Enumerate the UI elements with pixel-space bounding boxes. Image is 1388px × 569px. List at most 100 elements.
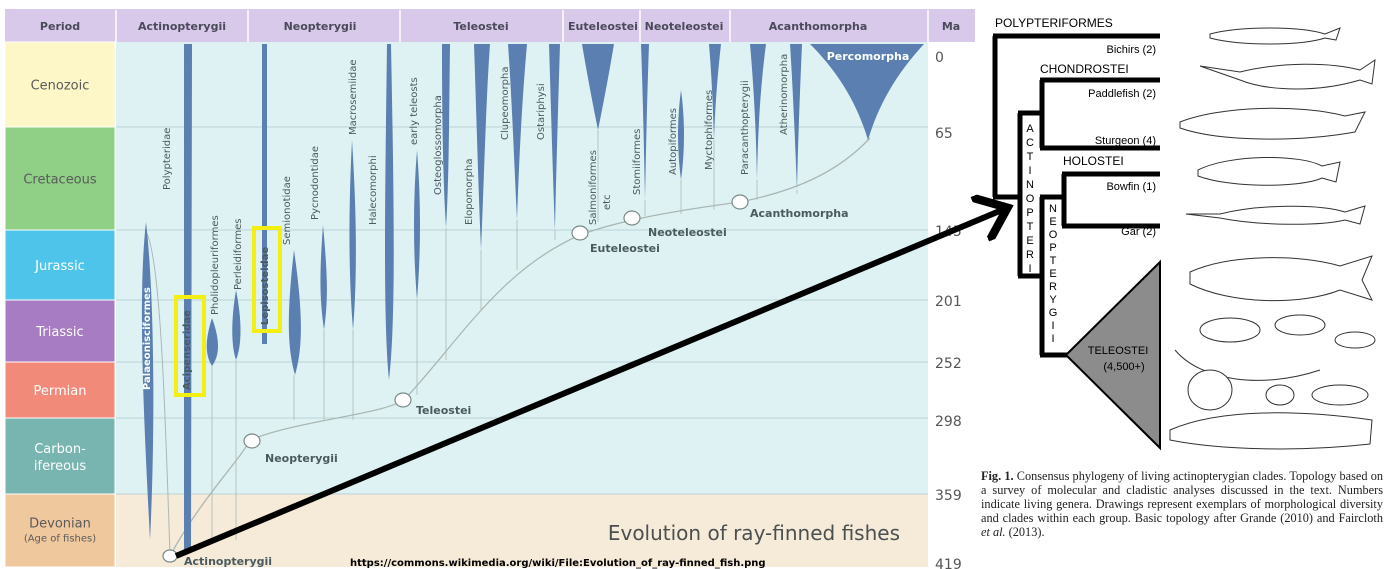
neopterygii-letter: P xyxy=(1049,242,1056,254)
teleost-drawing-2 xyxy=(1199,317,1261,343)
tree-branches xyxy=(992,33,1160,358)
actinopteri-letter: C xyxy=(1026,137,1034,149)
period-band-4 xyxy=(4,361,116,419)
tree-labels: POLYPTERIFORMESCHONDROSTEIHOLOSTEIBichir… xyxy=(995,16,1156,373)
spindle-pycnodontidae xyxy=(320,225,327,330)
node-neoteleostei xyxy=(623,210,641,226)
node-teleostei xyxy=(394,392,412,408)
teleost-drawing-5 xyxy=(1174,349,1321,381)
taxon-pholidopleuriformes: Pholidopleuriformes xyxy=(210,215,221,315)
spindle-myctophiformes xyxy=(709,44,721,140)
taxon-salmoniformes: Salmoniformes xyxy=(588,150,599,225)
ma-value: 359 xyxy=(935,488,962,504)
teleost-drawing-1 xyxy=(1189,255,1373,302)
tip-label: Gar (2) xyxy=(1121,226,1156,238)
teleost-drawing-4 xyxy=(1334,331,1376,349)
period-label: Triassic xyxy=(35,325,83,340)
ma-value: 419 xyxy=(935,557,962,569)
period-label: Carbon- xyxy=(34,442,86,457)
node-label-acanthomorpha: Acanthomorpha xyxy=(750,207,849,220)
node-acanthomorpha xyxy=(731,194,749,210)
taxon-labels: PalaeonisciformesPolypteridaeAcipenserid… xyxy=(142,50,909,390)
taxon-perleidiformes: Perleidiformes xyxy=(233,219,244,290)
taxon-paracanthopterygii: Paracanthopterygii xyxy=(740,80,751,175)
plot-area xyxy=(116,42,928,494)
spindle-perleidiformes xyxy=(232,290,241,360)
period-band-3 xyxy=(4,299,116,363)
taxon-stomiiformes: Stomiiformes xyxy=(632,129,643,195)
header-group-teleostei: Teleostei xyxy=(453,20,508,33)
header-group-neopterygii: Neopterygii xyxy=(284,20,357,33)
taxon-percomorpha: Percomorpha xyxy=(827,50,910,63)
spindle-stomiiformes xyxy=(641,44,649,200)
neopterygii-letter: O xyxy=(1049,229,1058,241)
spindle-pholidopleuriformes xyxy=(206,318,218,366)
period-band-5 xyxy=(4,417,116,495)
neopterygii-letter: G xyxy=(1049,307,1058,319)
paddlefish-drawing xyxy=(1199,58,1376,90)
neopterygii-letter: E xyxy=(1049,216,1056,228)
caption-fig-label: Fig. 1. xyxy=(981,469,1014,483)
tip-label: Paddlefish (2) xyxy=(1088,88,1156,100)
actinopteri-letter: A xyxy=(1026,123,1034,135)
spindle-early-teleosts xyxy=(414,150,420,300)
spindle-halecomorphi xyxy=(385,44,394,380)
period-band-2 xyxy=(4,229,116,301)
devonian-band xyxy=(116,494,928,567)
header-period: Period xyxy=(40,20,80,33)
period-column: CenozoicCretaceousJurassicTriassicPermia… xyxy=(4,41,116,568)
caption-text-1: Consensus phylogeny of living actinopter… xyxy=(981,469,1383,526)
period-label: Jurassic xyxy=(34,259,85,274)
highlight-acipenseridae xyxy=(174,295,206,397)
spindle-atherinomorpha xyxy=(790,44,802,190)
taxon-acipenseridae: Acipenseridae xyxy=(182,310,193,390)
ma-value: 65 xyxy=(935,126,953,142)
tip-label: Bichirs (2) xyxy=(1106,44,1156,56)
spindle-macrosemiidae xyxy=(349,140,356,330)
taxon-elopomorpha: Elopomorpha xyxy=(464,159,475,225)
right-cladogram: POLYPTERIFORMESCHONDROSTEIHOLOSTEIBichir… xyxy=(992,16,1376,451)
spindle-palaeonisciformes xyxy=(141,222,154,540)
teleostei-wedge xyxy=(1064,259,1161,451)
chart-title: Evolution of ray-finned fishes xyxy=(608,521,900,545)
spindle-clupeomorpha xyxy=(508,44,527,220)
sturgeon-drawing xyxy=(1179,107,1366,140)
header-bar xyxy=(5,9,975,42)
header-group-euteleostei: Euteleostei xyxy=(568,20,638,33)
teleostei-count: (4,500+) xyxy=(1103,361,1144,373)
teleost-drawing-9 xyxy=(1169,412,1373,450)
spindle-osteoglossomorpha xyxy=(442,44,450,228)
period-label: ifereous xyxy=(34,459,86,474)
spindle-paracanthopterygii xyxy=(750,44,766,180)
taxon-clupeomorpha: Clupeomorpha xyxy=(500,66,511,140)
header-ma: Ma xyxy=(942,20,960,33)
node-neopterygii xyxy=(243,433,261,449)
node-label-actinopterygii: Actinopterygii xyxy=(184,555,272,568)
neopterygii-letter: I xyxy=(1051,320,1054,332)
node-label-teleostei: Teleostei xyxy=(416,404,471,417)
neopterygii-letter: I xyxy=(1051,333,1054,345)
taxon-ostariphysi: Ostariphysi xyxy=(536,83,547,140)
neopterygii-letter: Y xyxy=(1049,294,1057,306)
clade-label-polypteriformes: POLYPTERIFORMES xyxy=(995,16,1113,30)
spindle-ostariphysi xyxy=(549,44,560,230)
teleost-drawing-7 xyxy=(1265,384,1295,406)
tip-label: Bowfin (1) xyxy=(1106,181,1156,193)
bichir-drawing xyxy=(1209,27,1341,45)
actinopteri-letter: N xyxy=(1026,179,1034,191)
taxon-pycnodontidae: Pycnodontidae xyxy=(310,146,321,220)
spindle-lepisosteidae xyxy=(262,44,267,344)
header-group-acanthomorpha: Acanthomorpha xyxy=(769,20,868,33)
spindle-salmoniformes xyxy=(582,44,614,130)
taxon-osteoglossomorpha: Osteoglossomorpha xyxy=(433,95,444,195)
neopterygii-letter: T xyxy=(1050,255,1057,267)
taxon-lepisosteidae: Lepisosteidae xyxy=(260,247,271,325)
taxon-palaeonisciformes: Palaeonisciformes xyxy=(142,287,153,390)
ma-column xyxy=(928,42,975,567)
actinopteri-letter: I xyxy=(1028,165,1031,177)
ma-value: 252 xyxy=(935,356,962,372)
branch-palaeonisciformes xyxy=(144,229,171,557)
node-euteleostei xyxy=(571,225,589,241)
